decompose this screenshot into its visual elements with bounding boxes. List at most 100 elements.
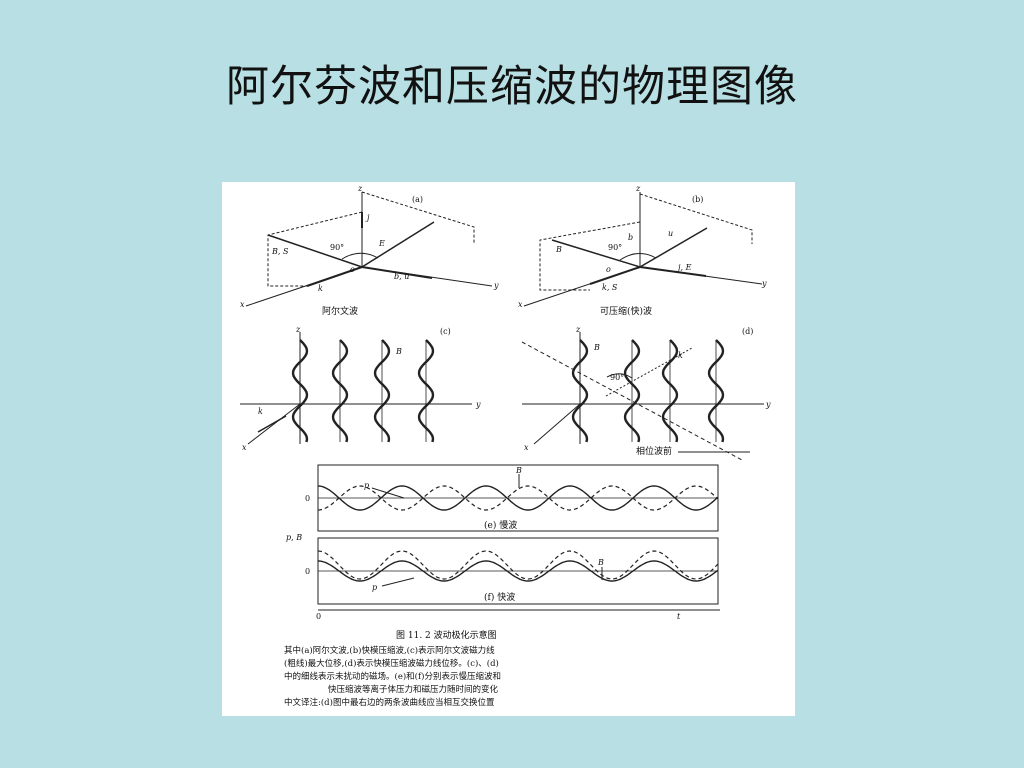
right-angle-arc-d	[606, 373, 633, 379]
perturbed-field-line	[571, 339, 589, 443]
panel-e-p: p	[364, 481, 369, 490]
panel-a-o: o	[350, 265, 355, 274]
panel-e-zero: 0	[305, 494, 310, 503]
panel-d-tag: (d)	[742, 327, 753, 336]
panel-c-k: k	[258, 407, 263, 416]
panel-f-b: B	[597, 558, 604, 567]
panel-d-labels: (d) z B k 90° x y 相位波前	[524, 325, 771, 457]
panel-a-k: k	[318, 284, 323, 293]
panel-a-labels: (a) z j B, S 90° E o b, u k x y 阿尔文波	[240, 184, 499, 317]
panel-a-j: j	[365, 213, 370, 222]
perturbed-field-line	[623, 339, 641, 443]
caption-line-2: (粗线)最大位移,(d)表示快模压缩波磁力线位移。(c)、(d)	[284, 658, 499, 669]
caption-line-5: 中文译注:(d)图中最右边的两条波曲线应当相互交换位置	[284, 697, 495, 708]
panel-a-x: x	[240, 300, 245, 309]
panel-d-z: z	[575, 325, 581, 334]
panel-b-y: y	[761, 279, 767, 288]
panel-f	[317, 537, 720, 611]
panel-e-b: B	[515, 466, 522, 475]
panel-b-x: x	[518, 300, 523, 309]
figure-svg: (a) z j B, S 90° E o b, u k x y 阿尔文波 (b)…	[240, 184, 771, 708]
polarization-figure: (a) z j B, S 90° E o b, u k x y 阿尔文波 (b)…	[222, 182, 795, 716]
panel-b-labels: (b) z u b B 90° o j, E k, S x y 可压缩(快)波	[518, 184, 767, 317]
panel-f-p-leader	[381, 577, 415, 587]
panel-b-caption: 可压缩(快)波	[600, 305, 652, 317]
field-lines-d	[571, 339, 725, 443]
panel-a-caption: 阿尔文波	[322, 305, 358, 317]
panel-b-je: j, E	[676, 263, 692, 272]
caption-line-4: 快压缩波等离子体压力和磁压力随时间的变化	[328, 684, 499, 695]
dashed-box-a1	[361, 191, 475, 244]
panel-c-b: B	[395, 347, 402, 356]
dashed-box-a2	[267, 211, 363, 287]
panel-d-k: k	[678, 351, 683, 360]
panel-e-dashed-curve	[317, 485, 719, 511]
k-vector-a	[306, 266, 363, 287]
panel-b-angle: 90°	[608, 243, 622, 252]
panel-b-tag: (b)	[692, 195, 703, 204]
panel-b-z: z	[635, 184, 641, 193]
panel-a-bu: b, u	[394, 272, 409, 281]
panel-a-e: E	[378, 239, 385, 248]
perturbed-field-line	[707, 339, 725, 443]
panel-b-o: o	[606, 265, 611, 274]
bu-vector-a	[361, 266, 433, 279]
panel-f-solid-curve	[317, 560, 719, 582]
panel-f-labels: 0 B p (f) 快波 0 t	[305, 558, 681, 621]
panel-d-y: y	[765, 400, 771, 409]
shared-axis-label: p, B	[286, 533, 302, 542]
panel-f-dashed-curve	[317, 550, 719, 580]
x-axis-d	[533, 403, 581, 445]
dashed-box-b1	[639, 193, 753, 244]
e-vector-a	[361, 221, 435, 268]
perturbed-field-line	[373, 339, 391, 443]
right-angle-arc-b	[619, 253, 657, 261]
caption-line-3: 中的细线表示未扰动的磁场。(e)和(f)分别表示慢压缩波和	[284, 671, 501, 682]
panel-f-zero: 0	[305, 567, 310, 576]
k-vector-d	[605, 347, 693, 397]
panel-a	[245, 191, 493, 307]
panel-c-tag: (c)	[440, 327, 451, 336]
panel-c	[240, 332, 472, 445]
je-vector-b	[639, 266, 707, 277]
panel-f-p: p	[372, 583, 377, 592]
panel-d-x: x	[524, 443, 529, 452]
panel-a-y: y	[493, 281, 499, 290]
x-axis-c	[247, 403, 301, 445]
panel-e	[317, 464, 719, 532]
perturbed-field-line	[661, 339, 679, 443]
panel-a-tag: (a)	[412, 195, 423, 204]
slide-title: 阿尔芬波和压缩波的物理图像	[226, 62, 798, 112]
panel-d	[521, 332, 764, 461]
right-angle-arc-a	[341, 252, 379, 260]
k-vector-c	[257, 415, 287, 433]
panel-c-y: y	[475, 400, 481, 409]
b-vector-a	[267, 234, 363, 268]
panel-e-labels: 0 B p (e) 慢波	[305, 466, 522, 531]
panel-b-b: b	[628, 233, 633, 242]
figure-caption: 图 11. 2 波动极化示意图 其中(a)阿尔文波,(b)快模压缩波,(c)表示…	[284, 629, 501, 708]
panel-b-bigb: B	[555, 245, 562, 254]
panel-c-x: x	[242, 443, 247, 452]
panel-d-angle: 90°	[610, 373, 624, 382]
panel-a-bs: B, S	[271, 247, 289, 256]
panel-a-angle: 90°	[330, 243, 344, 252]
panel-f-origin: 0	[316, 612, 321, 621]
panel-c-z: z	[295, 325, 301, 334]
panel-c-labels: (c) z B k x y	[242, 325, 481, 452]
u-vector-b	[639, 227, 708, 268]
b-vector-b	[551, 239, 641, 268]
panel-d-phase: 相位波前	[636, 445, 672, 457]
panel-f-caption: (f) 快波	[484, 591, 515, 603]
field-lines-c	[291, 339, 435, 443]
caption-heading: 图 11. 2 波动极化示意图	[396, 629, 497, 641]
panel-b	[523, 192, 763, 307]
perturbed-field-line	[331, 339, 349, 443]
caption-line-1: 其中(a)阿尔文波,(b)快模压缩波,(c)表示阿尔文波磁力线	[284, 645, 495, 656]
ks-vector-b	[589, 266, 641, 285]
panel-d-b: B	[593, 343, 600, 352]
panel-e-solid-curve	[317, 485, 719, 511]
perturbed-field-line	[417, 339, 435, 443]
panel-b-ks: k, S	[602, 283, 618, 292]
panel-f-t: t	[677, 612, 681, 621]
